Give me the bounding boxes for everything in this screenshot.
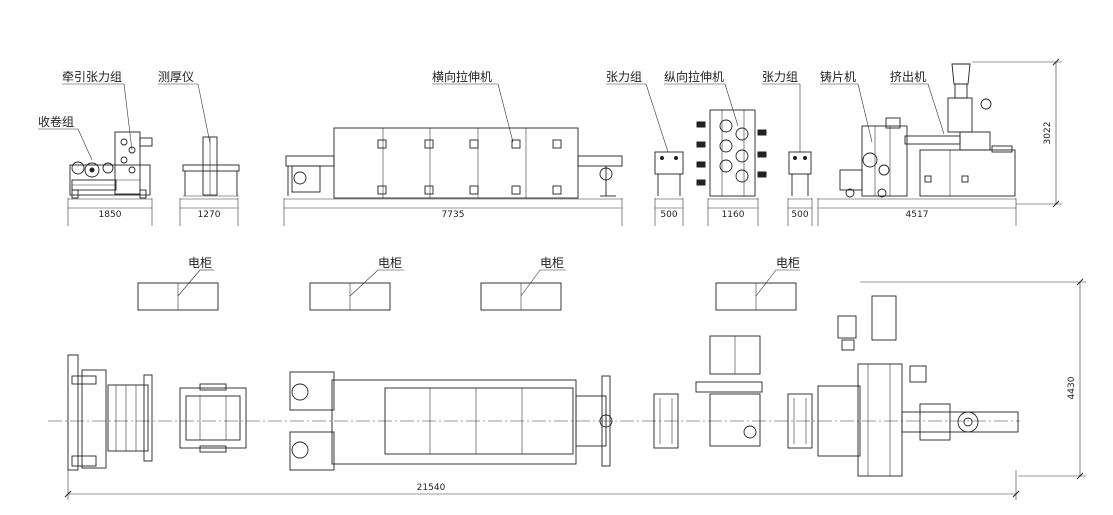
extruder-plan <box>901 403 1019 441</box>
label-tension-1: 张力组 <box>606 70 642 84</box>
mdo-elevation <box>696 109 767 197</box>
gauge-plan <box>179 383 247 453</box>
casting-plan <box>817 295 927 477</box>
dim-winder: 1850 <box>99 210 122 220</box>
dim-gauge: 1270 <box>198 210 221 220</box>
cabinet-label-1: 电柜 <box>188 256 212 270</box>
thickness-gauge-elevation <box>182 136 240 197</box>
cabinet-label-2: 电柜 <box>378 256 402 270</box>
dim-tension-2: 500 <box>791 210 808 220</box>
tension-1-elevation <box>654 151 684 196</box>
label-haul-off-tension: 牵引张力组 <box>62 70 122 84</box>
dim-height: 3022 <box>1043 122 1053 145</box>
dim-plan-width: 4430 <box>1067 376 1077 399</box>
winder-plan <box>67 354 153 471</box>
dim-total-length: 21540 <box>417 483 446 493</box>
tension-2-plan <box>787 393 813 449</box>
label-mdo: 纵向拉伸机 <box>664 69 724 84</box>
cabinet-label-4: 电柜 <box>776 256 800 270</box>
dim-mdo: 1160 <box>722 210 745 220</box>
label-thickness-gauge: 测厚仪 <box>158 70 194 84</box>
label-extruder: 挤出机 <box>890 69 926 84</box>
dim-tension-1: 500 <box>660 210 677 220</box>
elevation-view: 收卷组 牵引张力组 测厚仪 横向拉伸机 张力组 纵向拉伸机 张力组 铸片机 挤出… <box>38 58 1062 226</box>
label-tdo: 横向拉伸机 <box>432 69 492 84</box>
label-casting: 铸片机 <box>820 69 856 84</box>
dim-tdo: 7735 <box>442 210 465 220</box>
label-tension-2: 张力组 <box>762 70 798 84</box>
elevation-dimensions <box>67 198 1017 226</box>
tdo-plan <box>289 371 613 471</box>
mdo-plan <box>695 335 763 447</box>
cabinet-label-3: 电柜 <box>540 256 564 270</box>
label-leaders <box>38 83 945 161</box>
tension-2-elevation <box>788 151 812 196</box>
tdo-elevation <box>285 127 623 199</box>
dim-extruder: 4517 <box>906 210 929 220</box>
electrical-cabinets <box>137 269 800 311</box>
tension-1-plan <box>653 393 679 449</box>
extruder-elevation <box>904 63 1016 197</box>
label-winder: 收卷组 <box>38 114 74 129</box>
winder-elevation <box>69 161 151 199</box>
haul-off-tension-elevation <box>114 131 153 195</box>
plan-view: 4430 21540 <box>48 278 1086 500</box>
height-dimension <box>972 58 1062 208</box>
plan-width-dimension <box>860 278 1086 480</box>
casting-elevation <box>839 117 908 198</box>
total-length-dimension <box>64 470 1020 500</box>
